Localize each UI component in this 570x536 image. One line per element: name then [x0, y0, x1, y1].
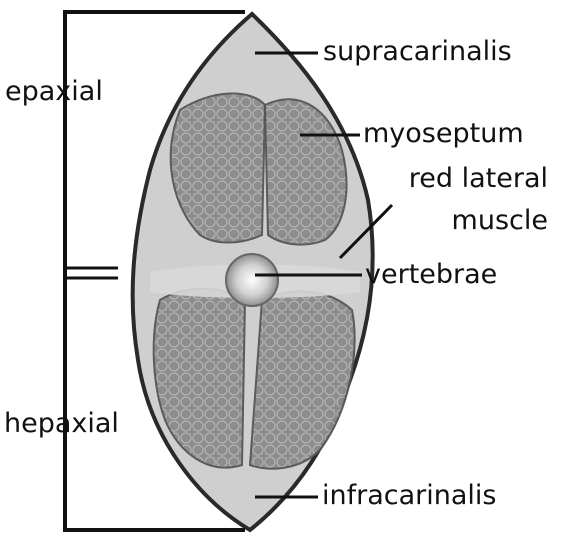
label-vertebrae: vertebrae [365, 261, 497, 288]
label-red-lateral-line2: muscle [386, 207, 548, 234]
label-myoseptum: myoseptum [363, 120, 524, 147]
label-hepaxial: hepaxial [4, 410, 119, 437]
label-supracarinalis: supracarinalis [323, 38, 512, 65]
label-infracarinalis: infracarinalis [322, 482, 497, 509]
vertebra-shape [226, 254, 278, 306]
label-red-lateral-line1: red lateral [386, 165, 548, 192]
hepaxial-muscle-right [250, 291, 355, 468]
label-epaxial: epaxial [5, 78, 103, 105]
